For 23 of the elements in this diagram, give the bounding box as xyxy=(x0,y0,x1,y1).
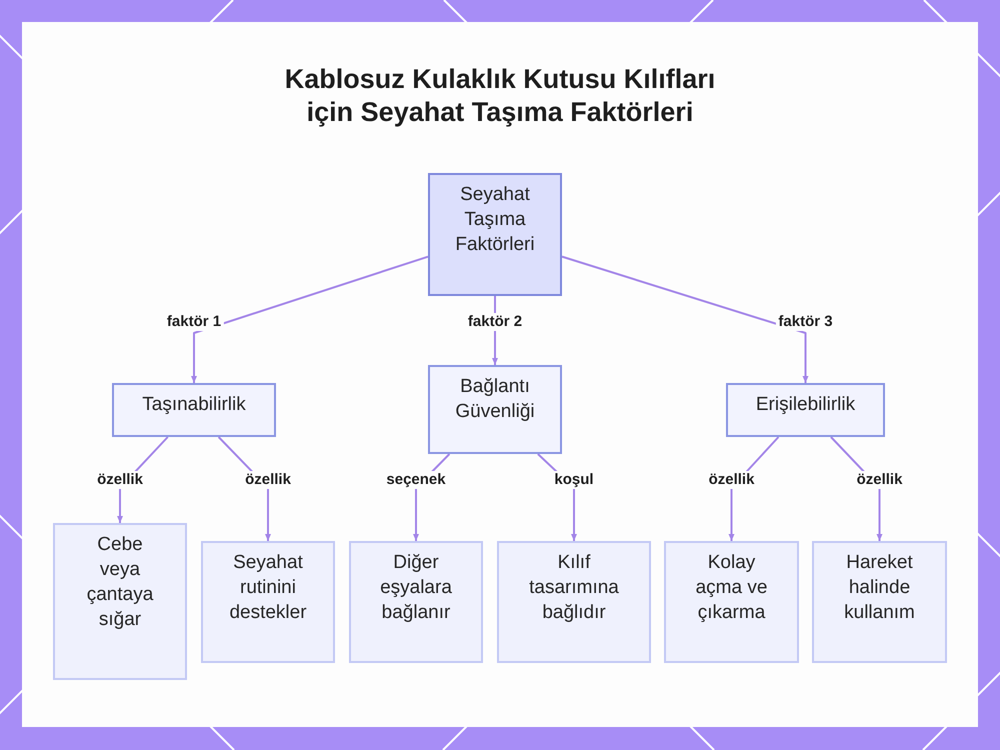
node-text: Kolay açma ve çıkarma xyxy=(694,551,768,625)
node-text: Cebe veya çantaya sığar xyxy=(86,533,154,632)
category-box xyxy=(428,365,562,454)
node-text: Hareket halinde kullanım xyxy=(843,551,916,625)
category-box xyxy=(726,383,885,437)
node-text: Diğer eşyalara bağlanır xyxy=(379,551,453,625)
root-box xyxy=(428,173,562,296)
node-text: Seyahat rutinini destekler xyxy=(228,551,308,625)
connector-arrow xyxy=(562,256,808,383)
node-text: Erişilebilirlik xyxy=(756,393,856,417)
diagram-title: Kablosuz Kulaklık Kutusu Kılıfları için Seyahat Taşıma Faktörleri xyxy=(284,63,716,129)
category-box xyxy=(112,383,276,437)
node-text: Seyahat Taşıma Faktörleri xyxy=(454,183,536,257)
detail-box xyxy=(812,541,947,663)
detail-box xyxy=(201,541,335,663)
detail-box xyxy=(664,541,799,663)
node-text: Bağlantı Güvenliği xyxy=(454,375,536,424)
detail-box xyxy=(497,541,651,663)
node-text: Taşınabilirlik xyxy=(142,393,246,417)
detail-box xyxy=(53,523,187,680)
connector-arrow xyxy=(191,256,428,383)
node-text: Kılıf tasarımına bağlıdır xyxy=(528,551,620,625)
detail-box xyxy=(349,541,483,663)
